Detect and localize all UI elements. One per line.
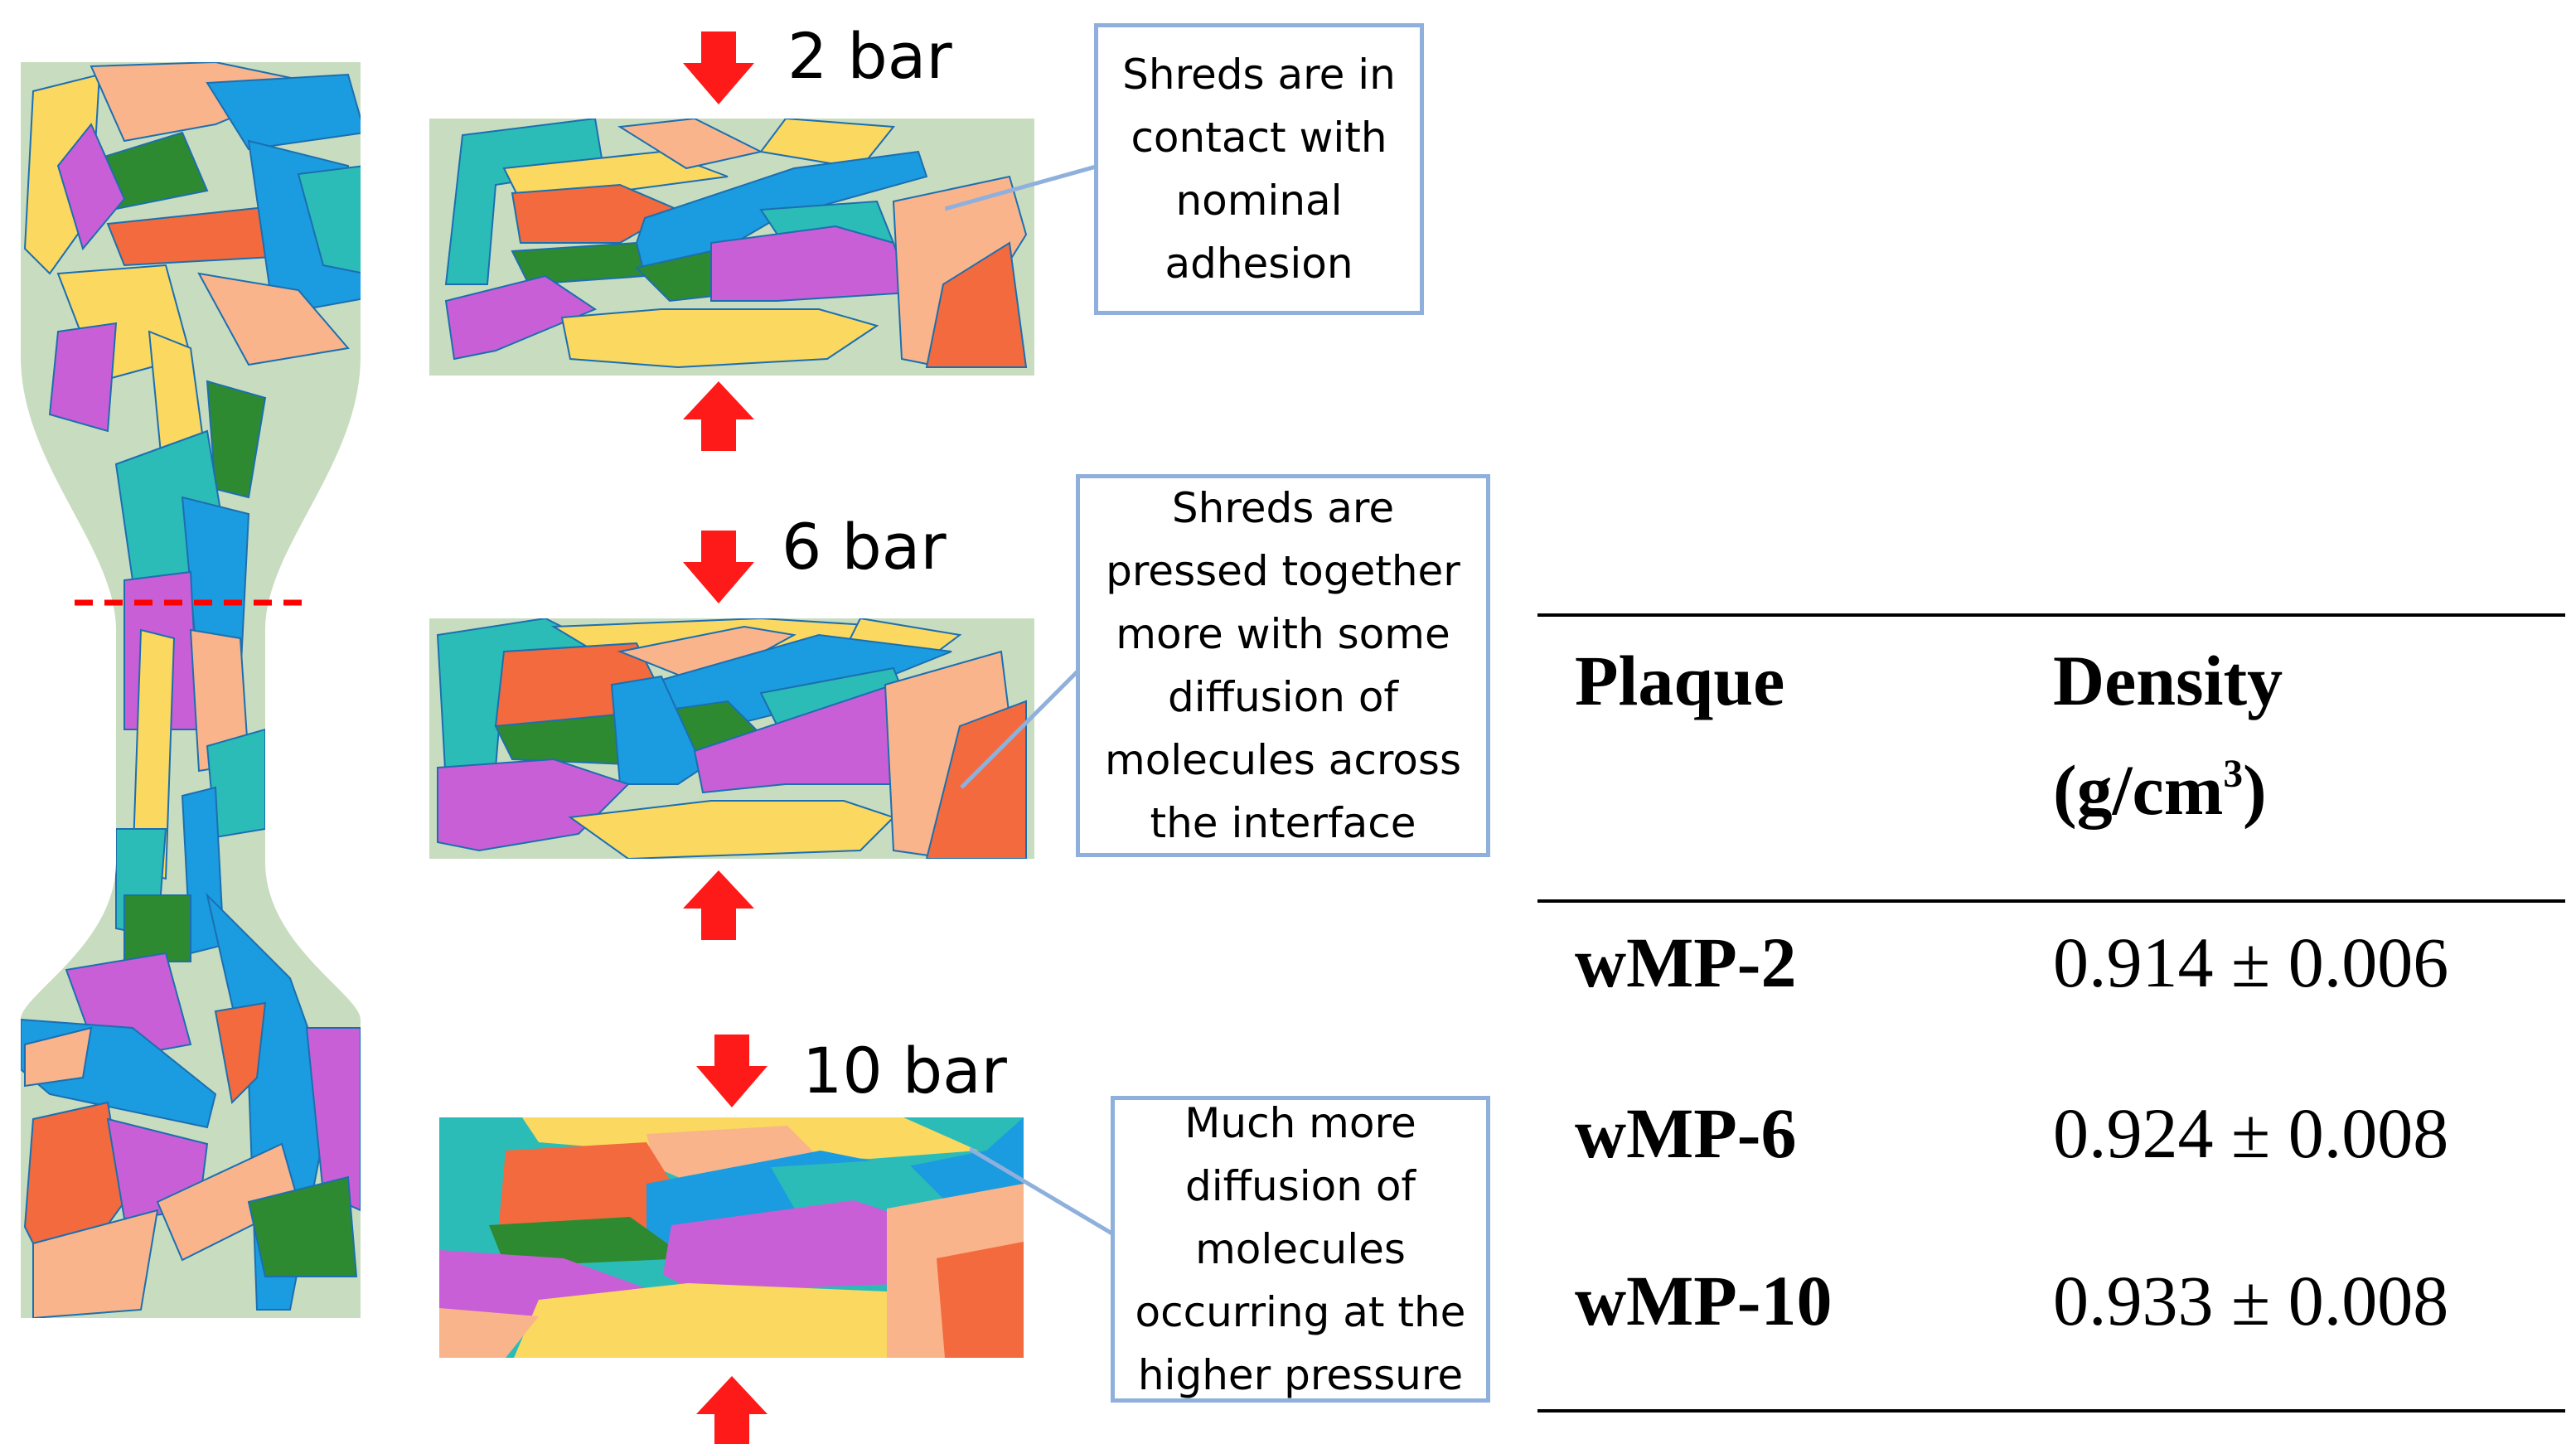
callout-pointer-6bar <box>960 670 1079 789</box>
arrow-down-6bar <box>683 531 754 603</box>
pressure-label-10bar: 10 bar <box>802 1034 1007 1107</box>
callout-6bar: Shreds are pressed together more with so… <box>1076 474 1490 857</box>
callout-pointer-10bar <box>970 1146 1116 1238</box>
shred <box>56 123 126 251</box>
shred <box>206 380 267 499</box>
shred <box>297 164 361 275</box>
table-bottom-rule <box>1537 1409 2565 1413</box>
arrow-up-6bar <box>683 870 754 940</box>
table-top-rule <box>1537 613 2565 617</box>
header-density-unit: (g/cm3) <box>2053 750 2267 830</box>
table-header-rule <box>1537 899 2565 903</box>
header-plaque: Plaque <box>1575 641 1785 720</box>
arrow-up-10bar <box>696 1376 767 1444</box>
shred <box>24 1026 93 1088</box>
shred <box>197 272 350 366</box>
row-density: 0.924 ± 0.008 <box>2053 1093 2449 1173</box>
shred <box>123 894 191 962</box>
row-plaque: wMP-10 <box>1575 1261 1833 1340</box>
shred <box>206 73 361 151</box>
shred-panel-2bar <box>429 119 1034 376</box>
shred <box>32 1209 159 1318</box>
arrow-up-2bar <box>683 381 754 451</box>
row-density: 0.914 ± 0.006 <box>2053 923 2449 1002</box>
header-density: Density <box>2053 641 2283 720</box>
shred-panel-6bar <box>429 618 1034 859</box>
pressure-label-6bar: 6 bar <box>782 510 947 584</box>
callout-2bar: Shreds are in contact with nominal adhes… <box>1094 23 1424 315</box>
callout-pointer-2bar <box>945 160 1111 211</box>
shred <box>48 322 118 433</box>
shred <box>214 1001 267 1105</box>
arrow-down-10bar <box>696 1035 767 1107</box>
pressure-label-2bar: 2 bar <box>787 19 952 93</box>
shred <box>247 1175 358 1277</box>
dogbone-specimen <box>21 62 361 1318</box>
shred <box>305 1027 361 1212</box>
row-plaque: wMP-6 <box>1575 1093 1797 1173</box>
shred-panel-10bar <box>439 1117 1024 1358</box>
row-plaque: wMP-2 <box>1575 923 1797 1002</box>
shred <box>131 628 176 880</box>
arrow-down-2bar <box>683 31 754 104</box>
row-density: 0.933 ± 0.008 <box>2053 1261 2449 1340</box>
callout-10bar: Much more diffusion of molecules occurri… <box>1111 1096 1490 1403</box>
